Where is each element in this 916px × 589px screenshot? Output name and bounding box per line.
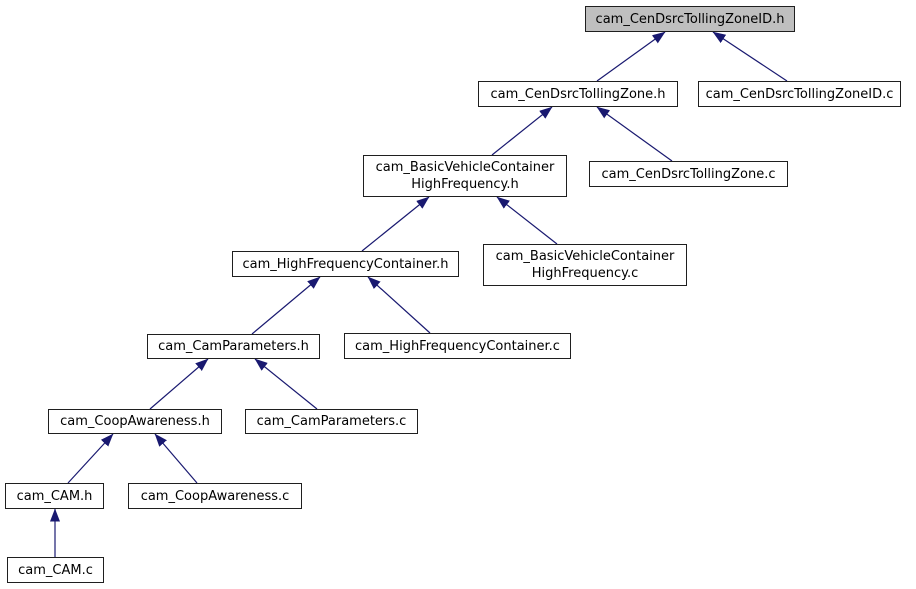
edge-cam-cendsrctollingzone-c-to-cam-cendsrctollingzone-h bbox=[596, 106, 673, 162]
node-cam-coopawareness-h[interactable]: cam_CoopAwareness.h bbox=[48, 409, 222, 434]
node-label: cam_CenDsrcTollingZoneID.h bbox=[595, 11, 785, 27]
edge-cam-cam-h-to-cam-coopawareness-h bbox=[67, 433, 114, 484]
node-cam-highfrequencycontainer-h[interactable]: cam_HighFrequencyContainer.h bbox=[232, 251, 459, 277]
node-label: cam_CAM.c bbox=[18, 562, 93, 578]
node-cam-coopawareness-c[interactable]: cam_CoopAwareness.c bbox=[128, 483, 302, 509]
node-label: cam_CenDsrcTollingZone.h bbox=[490, 86, 666, 102]
node-cam-camparameters-c[interactable]: cam_CamParameters.c bbox=[245, 409, 418, 434]
node-cam-camparameters-h[interactable]: cam_CamParameters.h bbox=[147, 334, 320, 359]
node-cam-cam-c[interactable]: cam_CAM.c bbox=[7, 557, 104, 583]
node-label: HighFrequency.h bbox=[411, 177, 519, 192]
node-label: cam_HighFrequencyContainer.h bbox=[242, 256, 449, 272]
edge-cam-basicvehiclecontainerhighfrequency-h-to-cam-cendsrctollingzone-h bbox=[491, 106, 553, 156]
node-label: cam_CAM.h bbox=[16, 488, 93, 504]
edge-cam-camparameters-h-to-cam-highfrequencycontainer-h bbox=[251, 276, 321, 335]
edge-cam-highfrequencycontainer-h-to-cam-basicvehiclecontainerhighfrequency-h bbox=[361, 196, 430, 252]
edge-cam-camparameters-c-to-cam-camparameters-h bbox=[254, 358, 318, 410]
edge-cam-basicvehiclecontainerhighfrequency-c-to-cam-basicvehiclecontainerhighfrequency-h bbox=[496, 196, 558, 245]
node-label: cam_HighFrequencyContainer.c bbox=[355, 338, 560, 354]
node-cam-cendsrctollingzone-c[interactable]: cam_CenDsrcTollingZone.c bbox=[589, 161, 788, 187]
edge-cam-highfrequencycontainer-c-to-cam-highfrequencycontainer-h bbox=[367, 276, 431, 334]
edge-cam-coopawareness-h-to-cam-camparameters-h bbox=[149, 358, 209, 410]
node-label: cam_CenDsrcTollingZoneID.c bbox=[705, 86, 894, 102]
node-cam-highfrequencycontainer-c[interactable]: cam_HighFrequencyContainer.c bbox=[344, 333, 571, 359]
edge-cam-cendsrctollingzone-h-to-cam-cendsrctollingzoneid-h bbox=[596, 31, 666, 82]
node-cam-cendsrctollingzone-h[interactable]: cam_CenDsrcTollingZone.h bbox=[478, 81, 678, 107]
node-label: cam_BasicVehicleContainer bbox=[375, 160, 555, 175]
edge-cam-cendsrctollingzoneid-c-to-cam-cendsrctollingzoneid-h bbox=[712, 31, 788, 82]
node-label: cam_CenDsrcTollingZone.c bbox=[601, 166, 776, 182]
edge-cam-coopawareness-c-to-cam-coopawareness-h bbox=[154, 433, 198, 484]
node-label: cam_BasicVehicleContainer bbox=[495, 249, 675, 264]
node-label: cam_CamParameters.h bbox=[158, 339, 309, 354]
node-cam-cendsrctollingzoneid-c[interactable]: cam_CenDsrcTollingZoneID.c bbox=[698, 81, 901, 107]
node-cam-cam-h[interactable]: cam_CAM.h bbox=[5, 483, 104, 509]
node-label: cam_CoopAwareness.c bbox=[140, 488, 290, 504]
node-cam-cendsrctollingzoneid-h: cam_CenDsrcTollingZoneID.h bbox=[585, 6, 795, 32]
node-label: HighFrequency.c bbox=[531, 266, 639, 281]
node-label: cam_CoopAwareness.h bbox=[60, 414, 210, 429]
node-label: cam_CamParameters.c bbox=[256, 414, 407, 429]
